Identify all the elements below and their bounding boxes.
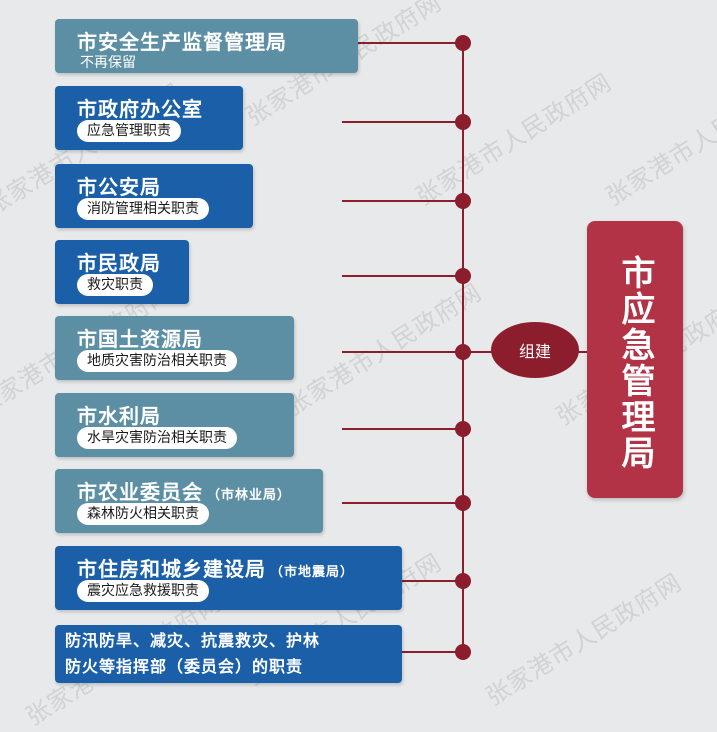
junction-dot (455, 421, 471, 437)
command-hq-text: 防汛防旱、减灾、抗震救灾、护林 防火等指挥部（委员会）的职责 (65, 628, 320, 680)
department-title-row: 市住房和城乡建设局 （市地震局） (77, 553, 354, 582)
watermark: 张家港市人民政府网 (601, 68, 717, 212)
connector-line (342, 651, 464, 653)
command-hq-line: 防火等指挥部（委员会）的职责 (65, 657, 304, 676)
department-title: 市公安局 (77, 175, 161, 199)
merge-label: 组建 (491, 322, 579, 378)
junction-dot (455, 35, 471, 51)
result-box: 市应急管理局 (587, 221, 683, 498)
department-title-row: 市农业委员会 （市林业局） (77, 476, 291, 505)
duty-pill: 救灾职责 (77, 274, 153, 296)
junction-dot (455, 193, 471, 209)
department-box-water: 市水利局 水旱灾害防治相关职责 (55, 393, 294, 457)
watermark: 张家港市人民政府网 (481, 568, 687, 712)
connector-line (342, 502, 464, 504)
department-title: 市政府办公室 (77, 97, 203, 121)
connector-line (342, 580, 464, 582)
duty-pill: 水旱灾害防治相关职责 (77, 427, 237, 449)
department-box-office: 市政府办公室 应急管理职责 (55, 86, 243, 150)
junction-dot (455, 644, 471, 660)
watermark: 张家港市人民政府网 (411, 68, 617, 212)
junction-dot (455, 344, 471, 360)
department-box-police: 市公安局 消防管理相关职责 (55, 164, 253, 228)
duty-pill: 森林防火相关职责 (77, 503, 209, 525)
department-box-housing: 市住房和城乡建设局 （市地震局） 震灾应急救援职责 (55, 546, 402, 610)
department-title: 市农业委员会 (77, 480, 203, 504)
department-title: 市水利局 (77, 404, 161, 428)
command-hq-line: 防汛防旱、减灾、抗震救灾、护林 (65, 631, 321, 650)
connector-line (342, 200, 464, 202)
department-suffix: （市地震局） (270, 565, 355, 580)
junction-dot (455, 573, 471, 589)
connector-line (342, 351, 464, 353)
department-title: 市住房和城乡建设局 (77, 557, 266, 581)
department-title: 市民政局 (77, 251, 161, 275)
junction-dot (455, 268, 471, 284)
department-box-agriculture: 市农业委员会 （市林业局） 森林防火相关职责 (55, 469, 323, 533)
department-title: 市国土资源局 (77, 327, 203, 351)
duty-pill: 应急管理职责 (77, 120, 181, 142)
duty-pill: 地质灾害防治相关职责 (77, 350, 237, 372)
duty-pill: 消防管理相关职责 (77, 198, 209, 220)
connector-line (356, 42, 464, 44)
department-note: 不再保留 (80, 55, 136, 71)
department-box-safety: 市安全生产监督管理局 不再保留 (55, 19, 358, 73)
connector-line (342, 121, 464, 123)
junction-dot (455, 495, 471, 511)
junction-dot (455, 114, 471, 130)
result-title: 市应急管理局 (615, 255, 655, 471)
connector-line (342, 428, 464, 430)
duty-pill: 震灾应急救援职责 (77, 580, 209, 602)
department-suffix: （市林业局） (207, 488, 292, 503)
department-box-command-hq: 防汛防旱、减灾、抗震救灾、护林 防火等指挥部（委员会）的职责 (55, 625, 402, 683)
department-box-civil-affairs: 市民政局 救灾职责 (55, 240, 189, 304)
department-title: 市安全生产监督管理局 (77, 30, 287, 54)
department-box-land: 市国土资源局 地质灾害防治相关职责 (55, 316, 294, 380)
connector-line (342, 275, 464, 277)
